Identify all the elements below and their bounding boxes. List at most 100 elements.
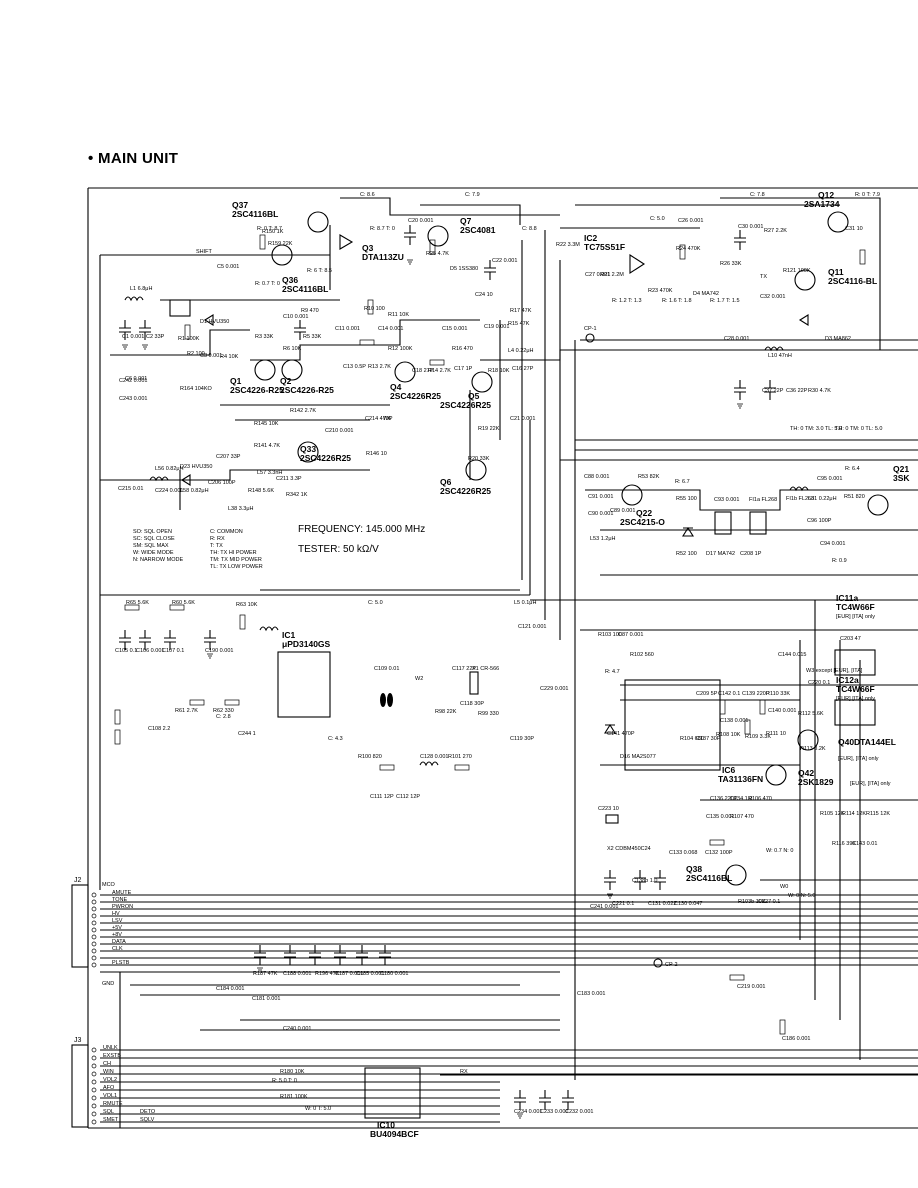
part-label: C112 12P: [396, 794, 420, 800]
part-label: R180 10K: [280, 1069, 305, 1075]
part-label: C88 0.001: [584, 474, 609, 480]
if-section-wiring: [585, 489, 918, 1060]
ic12a-type: TC4W66F: [836, 684, 875, 694]
part-label: C135 0.001: [706, 814, 734, 820]
voltage-mark: TH: 0 TM: 0 TL: 5.0: [835, 426, 882, 432]
part-label: C133 0.068: [669, 850, 697, 856]
part-label: C185 0.001: [356, 971, 384, 977]
part-label: FI1b FL268: [786, 496, 814, 502]
part-label: C16 27P: [512, 366, 534, 372]
capacitor-symbols: [119, 225, 776, 1110]
part-label: C243 0.001: [119, 396, 147, 402]
part-label: R112 5.6K: [798, 711, 824, 717]
signal-label: CP-2: [665, 962, 678, 968]
part-label: C17 1P: [454, 366, 473, 372]
q5-type: 2SC4226R25: [440, 400, 491, 410]
part-label: R15 47K: [508, 321, 530, 327]
part-label: R25 4.7K: [426, 251, 449, 257]
part-label: C128 0.001: [420, 754, 448, 760]
part-label: C11 0.001: [335, 326, 360, 332]
ground-symbols: [122, 259, 743, 1119]
legend-item: SC: SQL CLOSE: [133, 536, 175, 542]
part-label: R111 10: [766, 731, 786, 737]
q42-note: [EUR], [ITA] only: [850, 781, 891, 787]
inductor-symbols: [124, 296, 809, 767]
part-label: R103b 10K: [738, 899, 766, 905]
part-label: R113 8.2K: [800, 746, 826, 752]
j2-pin-label: +5V: [112, 925, 122, 931]
voltage-mark: R: 0.7 T: 0: [255, 281, 280, 287]
part-label: R17 47K: [510, 308, 532, 314]
j3-pin-label: EXSTB: [103, 1053, 121, 1059]
voltage-mark: R: 0 T: 8.7: [257, 226, 282, 232]
part-label: C2 33P: [146, 334, 165, 340]
voltage-mark: R: 0 T: 7.9: [855, 192, 880, 198]
part-label: R61 2.7K: [175, 708, 198, 714]
part-label: R10 100: [364, 306, 385, 312]
part-label: D4 MA742: [693, 291, 719, 297]
j2-pin-label: +8V: [112, 932, 122, 938]
voltage-mark: C: 7.9: [465, 192, 480, 198]
part-label: C138b 1.0: [632, 878, 657, 884]
part-label: C105 0.1: [115, 648, 137, 654]
part-label: C15 0.001: [442, 326, 467, 332]
part-label: D1 HVU350: [200, 319, 229, 325]
part-label: C223 10: [598, 806, 619, 812]
part-label: R26 33K: [720, 261, 742, 267]
crystal-symbols: [380, 693, 619, 824]
legend-item: TM: TX MID POWER: [210, 557, 262, 563]
part-label: C139 220P: [742, 691, 770, 697]
voltage-mark: C: 4.3: [328, 736, 343, 742]
ic11a-type: TC4W66F: [836, 602, 875, 612]
q3-ref: Q3: [362, 243, 374, 253]
j2-pin-label: GND: [102, 981, 114, 987]
ic1-type: μPD3140GS: [282, 639, 331, 649]
part-label: R55 100: [676, 496, 697, 502]
part-label: C21 0.001: [510, 416, 535, 422]
part-label: C203 47: [840, 636, 861, 642]
part-label: C136 220P: [710, 796, 738, 802]
voltage-mark: R: 1.2 T: 1.3: [612, 298, 642, 304]
part-label: C180 0.001: [380, 971, 408, 977]
q36-ref: Q36: [282, 275, 298, 285]
voltage-mark: R: 1.6 T: 1.8: [662, 298, 692, 304]
part-label: R150 1K: [262, 229, 284, 235]
power-rails: [99, 197, 918, 1080]
part-label: L38 3.3μH: [228, 506, 254, 512]
q12-type: 2SA1734: [804, 199, 840, 209]
part-label: C20 0.001: [408, 218, 433, 224]
part-label: R110 33K: [766, 691, 790, 697]
part-label: C186 0.001: [782, 1036, 810, 1042]
part-label: C244 1: [238, 731, 256, 737]
voltage-mark: R: 8.7 T: 0: [370, 226, 395, 232]
part-label: R3 33K: [255, 334, 274, 340]
voltage-mark: R: 6 T: 8.5: [307, 268, 332, 274]
signal-label: CP-1: [584, 326, 597, 332]
q7-type: 2SC4081: [460, 225, 496, 235]
j2-pin-label: MCO: [102, 882, 116, 888]
part-label: L57 3.3nH: [257, 470, 282, 476]
j3-pin-label: VOL2: [103, 1077, 117, 1083]
q40-ref: Q40: [838, 737, 854, 747]
part-label: R65 5.6K: [126, 600, 149, 606]
part-label: R5 33K: [303, 334, 322, 340]
part-label: R114 12K: [842, 811, 866, 817]
legend-item: W: WIDE MODE: [133, 550, 174, 556]
part-label: C188 0.001: [283, 971, 311, 977]
part-label: C37 22P: [762, 388, 784, 394]
part-label: C141 470P: [607, 731, 635, 737]
part-label: D23 HVU350: [180, 464, 212, 470]
q11-type: 2SC4116-BL: [828, 276, 877, 286]
legend-item: SO: SQL OPEN: [133, 529, 172, 535]
part-label: C234 0.001: [514, 1109, 542, 1115]
part-label: C187 0.001: [335, 971, 363, 977]
part-label: R53 82K: [638, 474, 660, 480]
part-label: R108 10K: [716, 732, 741, 738]
j2-pin-label: AMUTE: [112, 890, 132, 896]
j3-pin-label: SQLV: [140, 1117, 155, 1123]
part-label: D16 MA2S077: [620, 754, 656, 760]
part-label: C19 0.001: [484, 324, 509, 330]
legend-item: C: COMMON: [210, 529, 243, 535]
tester-note: TESTER: 50 kΩ/V: [298, 544, 379, 555]
part-label: R23 470K: [648, 288, 673, 294]
